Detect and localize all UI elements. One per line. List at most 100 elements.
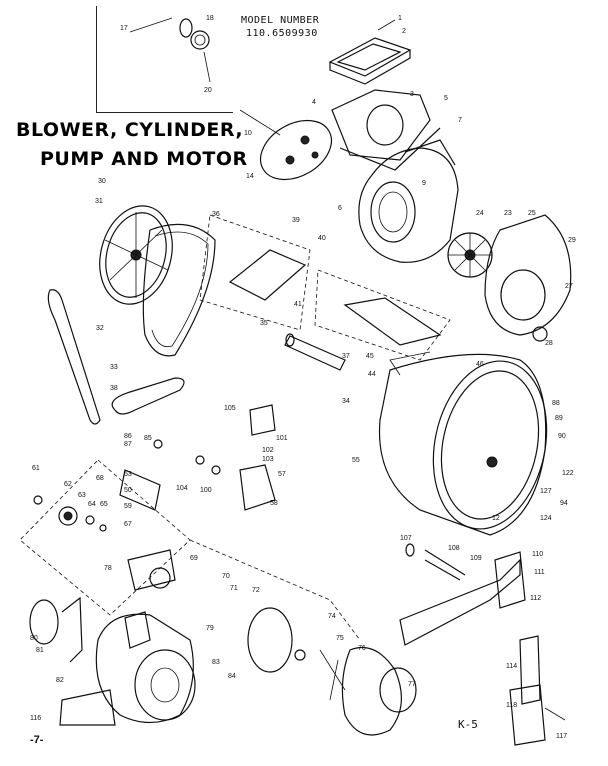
motor-assembly-box — [19, 459, 361, 641]
callout-39: 39 — [292, 217, 300, 224]
callout-76: 76 — [358, 645, 366, 652]
callout-127: 127 — [540, 488, 552, 495]
callout-65: 65 — [100, 501, 108, 508]
callout-112: 112 — [530, 595, 541, 602]
diagram-title-line2: PUMP AND MOTOR — [40, 148, 248, 170]
callout-31: 31 — [95, 198, 103, 205]
callout-25: 25 — [528, 210, 536, 217]
callout-109: 109 — [470, 555, 482, 562]
idler-belt-drawing — [47, 289, 185, 425]
callout-37: 37 — [342, 353, 350, 360]
callout-61: 61 — [32, 465, 40, 472]
callout-82: 82 — [56, 677, 64, 684]
callout-57: 57 — [278, 471, 286, 478]
callout-3: 3 — [410, 91, 414, 98]
callout-50: 50 — [124, 487, 132, 494]
drain-parts-drawing — [399, 543, 566, 746]
callout-labels: 17 18 20 1 2 3 5 7 4 10 14 6 9 24 23 25 … — [30, 15, 576, 740]
motor-drawing — [29, 596, 196, 726]
callout-1: 1 — [398, 15, 402, 22]
callout-46: 46 — [476, 361, 484, 368]
callout-33: 33 — [110, 364, 118, 371]
fan-wheel-drawing — [447, 232, 493, 278]
callout-84: 84 — [228, 673, 236, 680]
callout-2: 2 — [402, 28, 406, 35]
callout-83: 83 — [212, 659, 220, 666]
callout-14: 14 — [246, 173, 254, 180]
blower-cover-drawing — [331, 89, 441, 171]
callout-107: 107 — [400, 535, 412, 542]
callout-85: 85 — [144, 435, 152, 442]
callout-28: 28 — [545, 340, 553, 347]
callout-77: 77 — [408, 681, 416, 688]
callout-58: 58 — [270, 500, 278, 507]
callout-53: 53 — [124, 471, 132, 478]
callout-116: 116 — [30, 715, 41, 722]
callout-72: 72 — [252, 587, 260, 594]
callout-32: 32 — [96, 325, 104, 332]
callout-117: 117 — [556, 733, 567, 740]
rear-seal-box — [314, 269, 451, 361]
callout-68: 68 — [96, 475, 104, 482]
callout-108: 108 — [448, 545, 460, 552]
callout-75: 75 — [336, 635, 344, 642]
callout-87: 87 — [124, 441, 132, 448]
callout-90: 90 — [558, 433, 566, 440]
impeller-disc-drawing — [239, 109, 332, 181]
callout-86: 86 — [124, 433, 132, 440]
pump-housing-drawing — [247, 607, 417, 736]
callout-100: 100 — [200, 487, 212, 494]
callout-78: 78 — [104, 565, 112, 572]
callout-40: 40 — [318, 235, 326, 242]
callout-104: 104 — [176, 485, 188, 492]
callout-44: 44 — [368, 371, 376, 378]
callout-59: 59 — [124, 503, 132, 510]
drive-belt-drawing — [142, 223, 216, 357]
callout-67: 67 — [124, 521, 132, 528]
callout-55: 55 — [352, 457, 360, 464]
callout-74: 74 — [328, 613, 336, 620]
callout-71: 71 — [230, 585, 238, 592]
callout-41: 41 — [294, 301, 302, 308]
callout-5: 5 — [444, 95, 448, 102]
callout-111: 111 — [534, 569, 545, 576]
callout-45: 45 — [366, 353, 374, 360]
callout-69: 69 — [190, 555, 198, 562]
callout-9: 9 — [422, 180, 426, 187]
callout-4: 4 — [312, 99, 316, 106]
callout-79: 79 — [206, 625, 214, 632]
diagram-title-line1: BLOWER, CYLINDER, — [16, 119, 244, 141]
callout-6: 6 — [338, 205, 342, 212]
callout-88: 88 — [552, 400, 560, 407]
callout-29: 29 — [568, 237, 576, 244]
callout-35: 35 — [260, 320, 268, 327]
callout-12: 12 — [492, 515, 500, 522]
callout-103: 103 — [262, 456, 274, 463]
callout-27: 27 — [565, 283, 573, 290]
drum-shaft-drawing — [284, 333, 346, 371]
drum-pulley-drawing — [99, 205, 173, 305]
callout-62: 62 — [64, 481, 72, 488]
callout-114: 114 — [506, 663, 517, 670]
callout-64: 64 — [88, 501, 96, 508]
callout-118: 118 — [506, 702, 517, 709]
callout-89: 89 — [555, 415, 563, 422]
callout-24: 24 — [476, 210, 484, 217]
callout-101: 101 — [276, 435, 288, 442]
control-bracket-drawing — [153, 404, 276, 511]
callout-36: 36 — [212, 211, 220, 218]
callout-30: 30 — [98, 178, 106, 185]
callout-17: 17 — [120, 25, 128, 32]
callout-23: 23 — [504, 210, 512, 217]
filter-frame-drawing — [328, 19, 412, 85]
drum-drawing — [378, 351, 548, 536]
idler-bracket-box — [199, 214, 311, 331]
inset-gasket-drawing — [129, 17, 211, 83]
callout-110: 110 — [532, 551, 543, 558]
blower-housing-drawing — [358, 139, 459, 263]
page-number: -7- — [30, 734, 44, 746]
model-number-value: 110.6509930 — [246, 28, 318, 39]
callout-105: 105 — [224, 405, 236, 412]
